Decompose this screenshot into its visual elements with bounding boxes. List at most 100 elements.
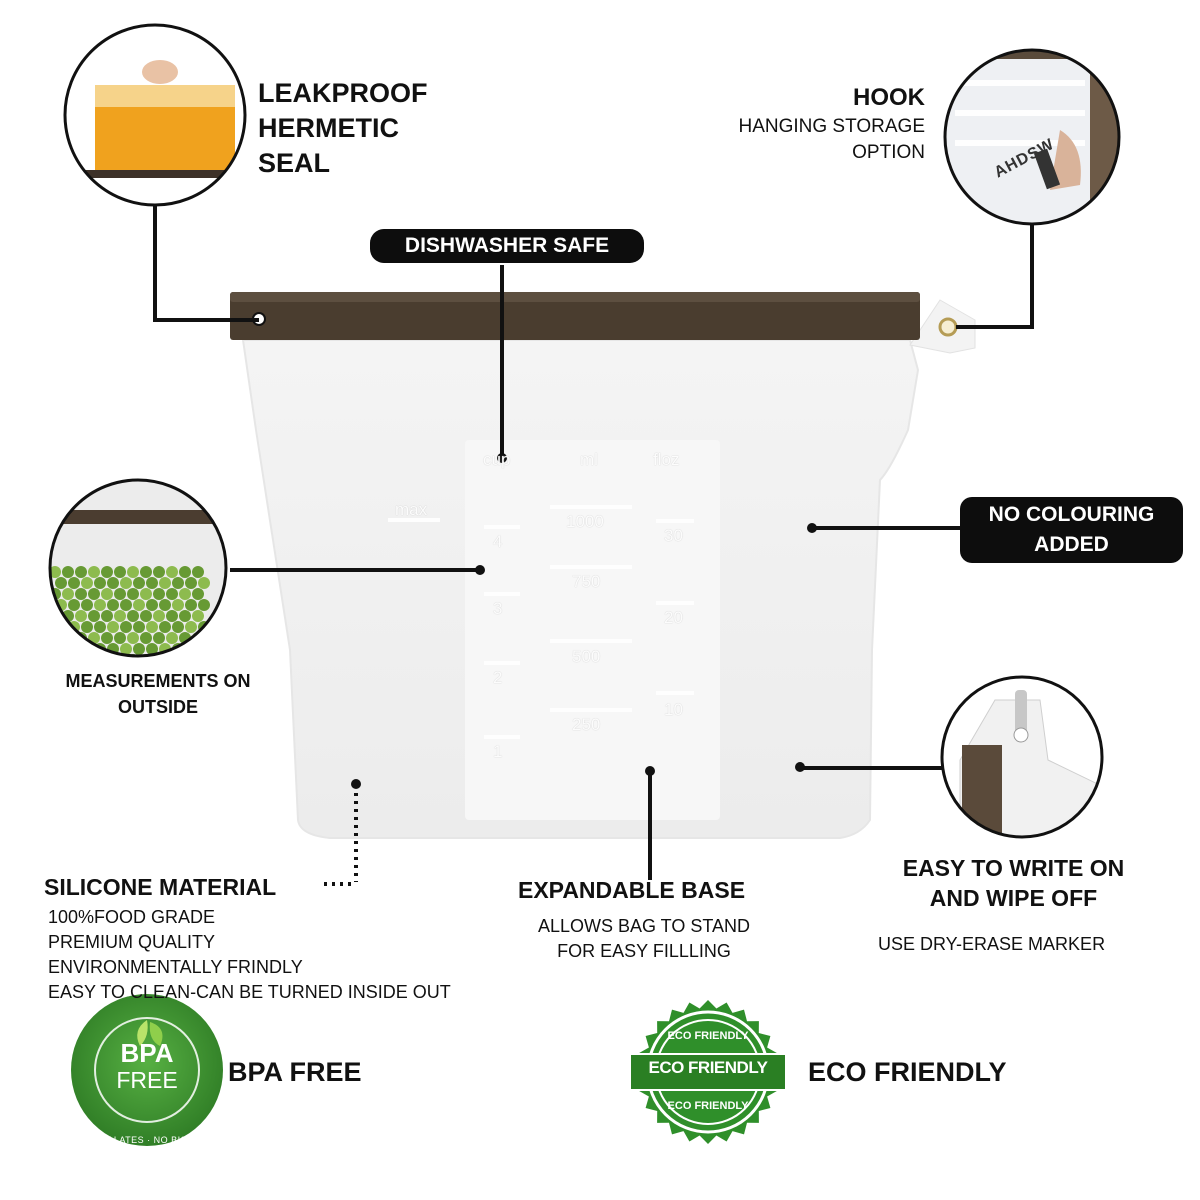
seal-label: LEAKPROOF HERMETIC SEAL (258, 76, 428, 181)
write-line-2: AND WIPE OFF (929, 885, 1098, 911)
hook-sub-2: OPTION (852, 142, 925, 163)
bpa-badge-bottom: FREE (116, 1067, 178, 1093)
eco-badge-bottom: ECO FRIENDLY (667, 1100, 749, 1112)
pea (107, 599, 119, 611)
pea (88, 566, 100, 578)
pea (159, 599, 171, 611)
bpa-free-label: BPA FREE (228, 1057, 362, 1087)
base-title: EXPANDABLE BASE (518, 877, 746, 903)
seal-line-2: HERMETIC (258, 113, 399, 143)
pea (101, 566, 113, 578)
pea (120, 577, 132, 589)
seal-line-1: LEAKPROOF (258, 78, 428, 108)
pea (75, 588, 87, 600)
pea (140, 566, 152, 578)
pea (101, 588, 113, 600)
pea (166, 566, 178, 578)
pea (179, 588, 191, 600)
eco-badge-top: ECO FRIENDLY (667, 1030, 749, 1042)
pea (55, 577, 67, 589)
pea (88, 610, 100, 622)
pea (146, 599, 158, 611)
peas-photo (50, 480, 226, 656)
eco-badge-center: ECO FRIENDLY (648, 1058, 768, 1077)
hook-title: HOOK (853, 84, 925, 111)
pea (185, 643, 197, 655)
pea (50, 610, 61, 622)
pea (75, 610, 87, 622)
pea (153, 610, 165, 622)
pea (153, 566, 165, 578)
pea (133, 599, 145, 611)
silicone-item-1: 100%FOOD GRADE (48, 907, 216, 927)
scale-ml-500: 500 (572, 647, 601, 666)
measurements-line-1: MEASUREMENTS ON (65, 671, 251, 691)
pea (127, 610, 139, 622)
pea (140, 610, 152, 622)
pea (55, 621, 67, 633)
scale-max: max (395, 500, 428, 519)
pea (166, 610, 178, 622)
no-colouring-badge: NO COLOURING ADDED (960, 497, 1183, 563)
pea (153, 632, 165, 644)
write-line-1: EASY TO WRITE ON (902, 855, 1125, 881)
base-sub-1: ALLOWS BAG TO STAND (537, 916, 751, 936)
scale-cup-3: 3 (493, 599, 503, 618)
scale-floz-20: 20 (664, 608, 683, 627)
pea (81, 621, 93, 633)
silicone-item-4: EASY TO CLEAN-CAN BE TURNED INSIDE OUT (48, 982, 451, 1002)
pea (88, 588, 100, 600)
pea (185, 577, 197, 589)
pea (166, 654, 178, 656)
connector-lines (153, 205, 1034, 886)
dishwasher-safe-badge: DISHWASHER SAFE (370, 229, 644, 263)
scale-floz-10: 10 (664, 700, 683, 719)
scale-cup-1: 1 (493, 742, 503, 761)
pea (107, 621, 119, 633)
scale-ml-750: 750 (572, 572, 601, 591)
pea (107, 577, 119, 589)
no-colouring-line-1: NO COLOURING (988, 503, 1155, 526)
pea (50, 566, 61, 578)
pea (198, 643, 210, 655)
pea (159, 577, 171, 589)
measurements-line-2: OUTSIDE (117, 697, 198, 717)
pea (88, 654, 100, 656)
pea (50, 654, 61, 656)
eco-friendly-label: ECO FRIENDLY (808, 1057, 1007, 1087)
hook-sub-1: HANGING STORAGE (738, 116, 925, 137)
pea (133, 643, 145, 655)
seal-photo (65, 25, 245, 205)
pea (75, 654, 87, 656)
pea (55, 643, 67, 655)
pea (50, 632, 61, 644)
pea (81, 643, 93, 655)
pea (127, 632, 139, 644)
silicone-item-2: PREMIUM QUALITY (48, 932, 216, 952)
pea (140, 588, 152, 600)
pea (62, 654, 74, 656)
silicone-item-3: ENVIRONMENTALLY FRINDLY (48, 957, 303, 977)
base-sub: ALLOWS BAG TO STAND FOR EASY FILLLING (510, 914, 778, 964)
pea (192, 588, 204, 600)
pea (127, 566, 139, 578)
pea (153, 588, 165, 600)
pea (146, 577, 158, 589)
pea (114, 588, 126, 600)
pea (62, 632, 74, 644)
pea (75, 566, 87, 578)
seal-line-3: SEAL (258, 148, 331, 178)
base-sub-2: FOR EASY FILLLING (557, 941, 731, 961)
pea (120, 643, 132, 655)
hook-photo (945, 50, 1119, 224)
pea (133, 577, 145, 589)
bpa-badge-top: BPA (120, 1038, 174, 1068)
pea (101, 654, 113, 656)
pea (81, 599, 93, 611)
scale-cup-2: 2 (493, 668, 503, 687)
scale-header-ml: ml (580, 450, 598, 469)
pea (101, 610, 113, 622)
pea (94, 621, 106, 633)
pea (62, 566, 74, 578)
